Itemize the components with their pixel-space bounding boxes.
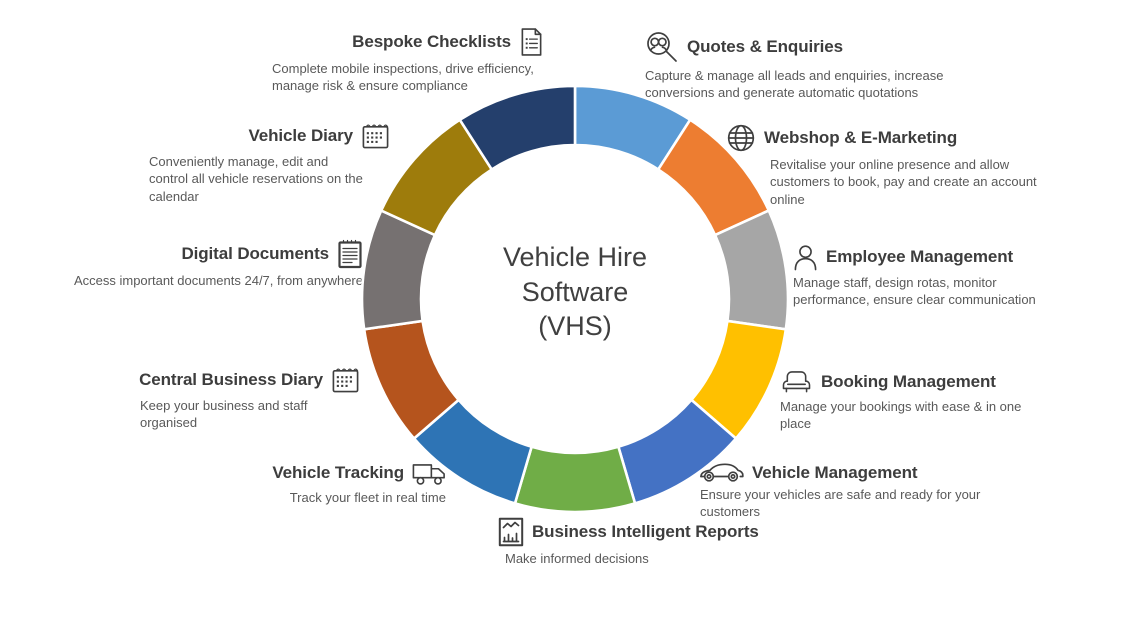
segment-label-quotes-enquiries: Quotes & Enquiries Capture & manage all … xyxy=(645,30,985,102)
segment-title: Webshop & E-Marketing xyxy=(764,128,958,147)
person-icon xyxy=(793,243,818,271)
segment-title: Bespoke Checklists xyxy=(352,32,511,51)
segment-description: Revitalise your online presence and allo… xyxy=(770,157,1037,207)
checklist-document-icon xyxy=(519,27,544,57)
donut-ring xyxy=(360,84,790,514)
segment-title-row: Digital Documents xyxy=(57,239,363,269)
delivery-truck-icon xyxy=(412,460,446,486)
segment-label-vehicle-management: Vehicle Management Ensure your vehicles … xyxy=(698,462,1048,521)
donut-segment-bespoke-checklists xyxy=(458,84,577,172)
segment-title-row: Vehicle Tracking xyxy=(250,460,446,486)
segment-label-employee-management: Employee Management Manage staff, design… xyxy=(793,243,1103,309)
segment-title: Central Business Diary xyxy=(139,370,323,389)
segment-description: Keep your business and staff organised xyxy=(140,398,308,431)
segment-title-row: Central Business Diary xyxy=(128,366,360,394)
segment-title-row: Employee Management xyxy=(793,243,1103,271)
segment-title-row: Booking Management xyxy=(780,369,1080,395)
segment-title: Vehicle Management xyxy=(752,462,918,482)
segment-label-bespoke-checklists: Bespoke Checklists Complete mobile inspe… xyxy=(272,27,544,95)
segment-title: Vehicle Tracking xyxy=(272,463,404,482)
segment-label-booking-management: Booking Management Manage your bookings … xyxy=(780,369,1080,433)
car-icon xyxy=(698,462,744,483)
segment-description: Manage your bookings with ease & in one … xyxy=(780,399,1022,432)
segment-label-vehicle-diary: Vehicle Diary Conveniently manage, edit … xyxy=(146,122,390,205)
segment-title: Business Intelligent Reports xyxy=(532,522,759,541)
segment-title: Quotes & Enquiries xyxy=(687,37,843,56)
segment-title-row: Quotes & Enquiries xyxy=(645,30,985,64)
report-chart-icon xyxy=(498,517,524,547)
segment-label-webshop-emarketing: Webshop & E-Marketing Revitalise your on… xyxy=(726,123,1056,208)
segment-description: Track your fleet in real time xyxy=(289,490,446,505)
segment-title-row: Vehicle Diary xyxy=(146,122,390,150)
segment-title: Booking Management xyxy=(821,372,996,391)
segment-title: Vehicle Diary xyxy=(248,126,353,145)
segment-description: Conveniently manage, edit and control al… xyxy=(149,154,363,204)
segment-description: Access important documents 24/7, from an… xyxy=(73,273,363,288)
segment-label-vehicle-tracking: Vehicle Tracking Track your fleet in rea… xyxy=(250,460,446,506)
segment-description: Manage staff, design rotas, monitor perf… xyxy=(793,275,1036,308)
globe-icon xyxy=(726,123,756,153)
segment-label-business-intelligent-reports: Business Intelligent Reports Make inform… xyxy=(498,517,818,567)
calendar-icon xyxy=(331,366,360,394)
armchair-icon xyxy=(780,369,813,395)
segment-title-row: Business Intelligent Reports xyxy=(498,517,818,547)
diagram-center-title: Vehicle Hire Software (VHS) xyxy=(502,242,648,342)
segment-description: Make informed decisions xyxy=(505,551,649,566)
segment-title-row: Webshop & E-Marketing xyxy=(726,123,1056,153)
segment-description: Capture & manage all leads and enquiries… xyxy=(645,68,944,101)
segment-label-digital-documents: Digital Documents Access important docum… xyxy=(57,239,363,289)
magnifier-people-icon xyxy=(645,30,679,64)
segment-title: Digital Documents xyxy=(181,244,329,263)
calendar-icon xyxy=(361,122,390,150)
segment-title-row: Vehicle Management xyxy=(698,462,1048,483)
segment-title: Employee Management xyxy=(826,247,1014,266)
segment-description: Ensure your vehicles are safe and ready … xyxy=(700,487,981,520)
segment-title-row: Bespoke Checklists xyxy=(272,27,544,57)
segment-label-central-business-diary: Central Business Diary Keep your busines… xyxy=(128,366,360,432)
donut-segment-business-intelligent-reports xyxy=(513,445,637,514)
notepad-icon xyxy=(337,239,363,269)
segment-description: Complete mobile inspections, drive effic… xyxy=(272,61,534,94)
